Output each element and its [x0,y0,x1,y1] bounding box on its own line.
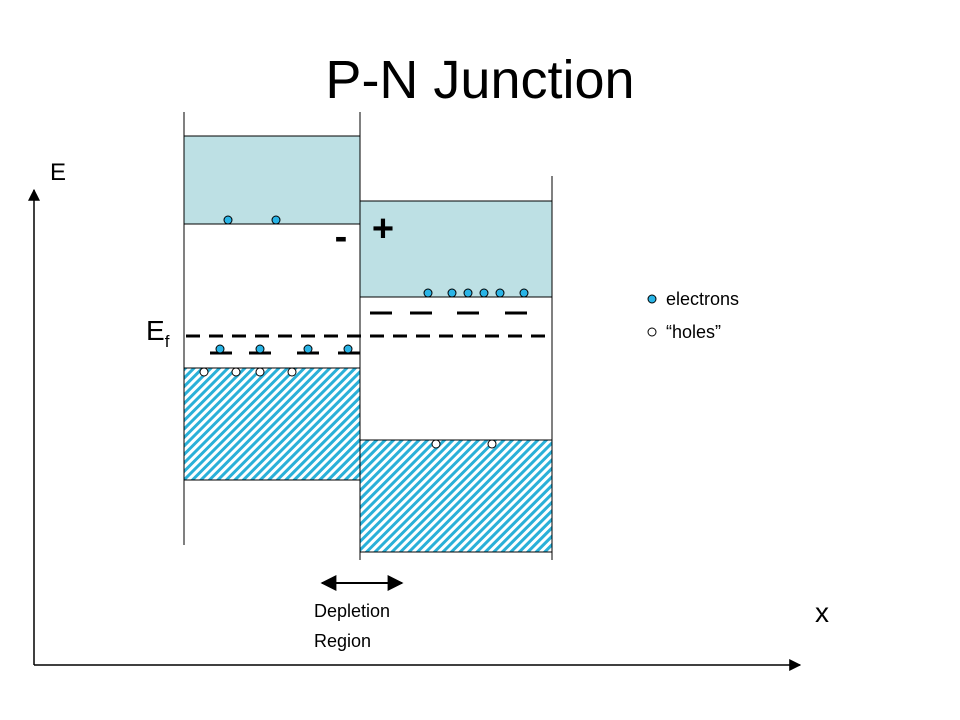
hole [231,367,241,377]
electron [519,288,529,298]
hole [487,439,497,449]
x-axis-label: x [815,597,829,628]
fermi-label: Ef [146,315,170,351]
hole [287,367,297,377]
electron [215,344,225,354]
n-side [359,112,553,560]
negative-charge-sign: - [335,216,348,258]
holes [199,367,497,449]
electron [447,288,457,298]
fermi-level: Ef [146,315,552,351]
p-conduction-band [183,135,361,225]
p-side [183,112,361,545]
electron [271,215,281,225]
fermi-label-sub: f [165,332,170,351]
depletion-region: Depletion Region [314,575,404,651]
positive-charge-sign: + [372,208,394,250]
n-valence-band [359,439,553,553]
legend: electrons “holes” [647,289,739,342]
electron [303,344,313,354]
electron [255,344,265,354]
electron [343,344,353,354]
p-valence-band [183,367,361,481]
hole [199,367,209,377]
legend-holes-label: “holes” [666,322,721,342]
electron [423,288,433,298]
electrons [215,215,529,354]
n-conduction-band [359,200,553,298]
electron [223,215,233,225]
electron [479,288,489,298]
depletion-label-line2: Region [314,631,371,651]
electron [495,288,505,298]
depletion-label-line1: Depletion [314,601,390,621]
legend-electron-marker [647,294,657,304]
fermi-label-main: E [146,315,165,346]
page-title: P-N Junction [325,50,634,110]
hole [255,367,265,377]
axes: E x [28,159,829,671]
electron [463,288,473,298]
hole [431,439,441,449]
legend-electrons-label: electrons [666,289,739,309]
y-axis-label: E [50,159,66,186]
legend-hole-marker [647,327,657,337]
